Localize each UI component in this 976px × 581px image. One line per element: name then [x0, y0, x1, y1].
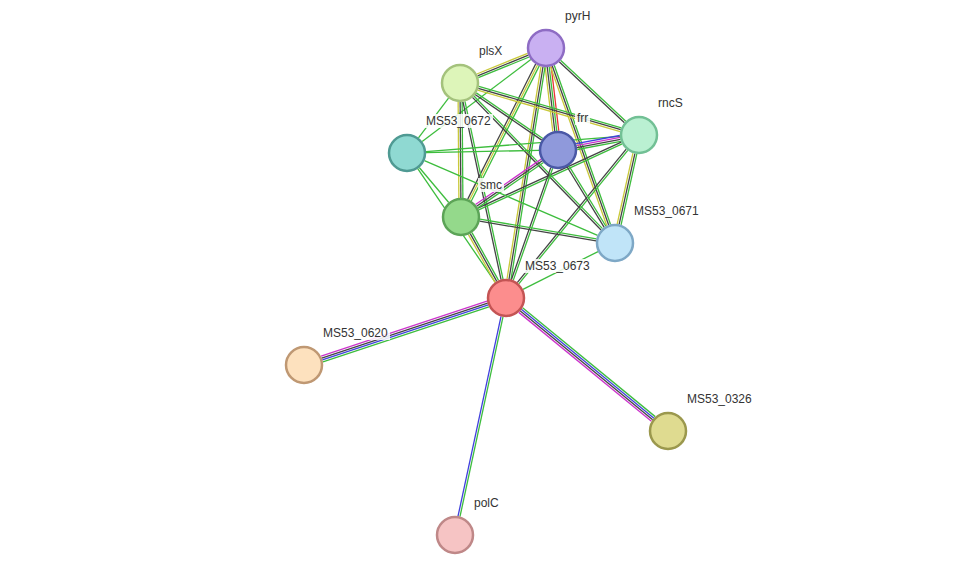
node-label: plsX	[477, 44, 504, 58]
evidence-line	[419, 168, 448, 203]
node-circle	[649, 412, 687, 450]
evidence-line	[322, 303, 488, 358]
node-circle	[527, 29, 565, 67]
interaction-edge	[480, 219, 597, 241]
protein-node: smc	[442, 198, 480, 236]
protein-node: pyrH	[527, 29, 565, 67]
node-circle	[487, 279, 525, 317]
interaction-edge	[426, 150, 539, 152]
protein-node: polC	[436, 516, 474, 554]
evidence-line	[577, 137, 621, 145]
protein-node: MS53_0673	[487, 279, 525, 317]
evidence-line	[521, 309, 654, 418]
evidence-line	[545, 67, 553, 131]
protein-node: rncS	[620, 116, 658, 154]
node-label: MS53_0620	[321, 326, 390, 340]
evidence-line	[480, 219, 597, 239]
interaction-edge	[545, 67, 559, 132]
evidence-line	[426, 136, 620, 151]
interaction-edge	[519, 308, 655, 422]
evidence-line	[617, 153, 633, 224]
protein-node: MS53_0672	[388, 134, 426, 172]
node-label: rncS	[656, 96, 685, 110]
node-circle	[441, 64, 479, 102]
node-circle	[285, 346, 323, 384]
interaction-edge	[321, 301, 489, 362]
node-circle	[436, 516, 474, 554]
evidence-line	[480, 221, 597, 241]
node-label: smc	[478, 178, 504, 192]
evidence-line	[458, 316, 501, 516]
evidence-line	[426, 150, 539, 152]
evidence-line	[569, 166, 606, 227]
interaction-edge	[475, 159, 543, 208]
evidence-line	[478, 57, 529, 78]
evidence-line	[465, 101, 503, 279]
node-label: MS53_0326	[685, 392, 754, 406]
interaction-edge	[426, 136, 620, 151]
interaction-edge	[463, 101, 503, 279]
evidence-line	[477, 161, 543, 206]
node-label: MS53_0672	[424, 114, 493, 128]
interaction-edge	[419, 168, 448, 203]
protein-node: plsX	[441, 64, 479, 102]
node-label: polC	[472, 496, 501, 510]
node-circle	[442, 198, 480, 236]
node-label: MS53_0673	[523, 259, 592, 273]
protein-node: MS53_0620	[285, 346, 323, 384]
evidence-line	[475, 159, 541, 204]
evidence-line	[470, 234, 497, 282]
interaction-edge	[458, 316, 503, 516]
evidence-line	[520, 311, 653, 420]
node-circle	[596, 224, 634, 262]
evidence-line	[523, 308, 656, 417]
protein-node: MS53_0671	[596, 224, 634, 262]
evidence-line	[567, 167, 604, 228]
protein-node: MS53_0326	[649, 412, 687, 450]
node-label: MS53_0671	[632, 204, 701, 218]
evidence-line	[519, 312, 652, 421]
evidence-line	[460, 317, 503, 517]
evidence-line	[471, 66, 539, 201]
interaction-edge	[523, 252, 598, 290]
node-label: frr	[575, 111, 590, 125]
node-circle	[388, 134, 426, 172]
node-label: pyrH	[563, 9, 592, 23]
evidence-line	[577, 139, 621, 147]
protein-node: frr	[539, 131, 577, 169]
node-circle	[620, 116, 658, 154]
evidence-line	[478, 55, 529, 76]
node-circle	[539, 131, 577, 169]
evidence-line	[479, 86, 622, 127]
evidence-line	[472, 233, 499, 281]
evidence-line	[523, 252, 598, 290]
evidence-line	[478, 162, 544, 207]
evidence-line	[576, 136, 620, 144]
interaction-edge	[468, 233, 498, 283]
interaction-edge	[567, 166, 606, 228]
evidence-line	[321, 301, 487, 356]
evidence-line	[468, 235, 495, 283]
